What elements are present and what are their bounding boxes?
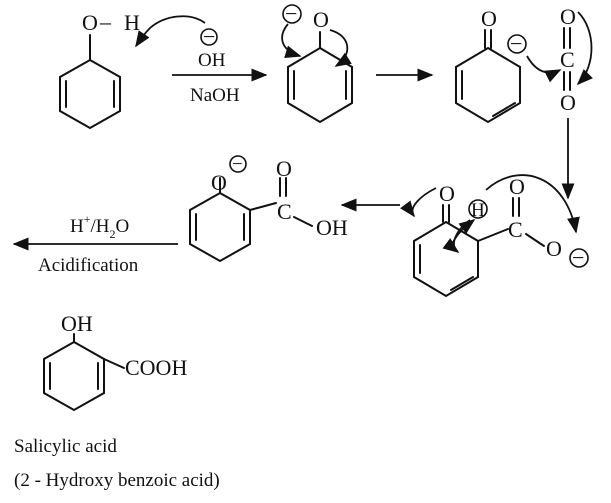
curved-arrow-icon [442,219,471,253]
salicylate-structure: O − C O OH [189,154,348,263]
product-oh: OH [61,311,93,336]
product-iupac-name: (2 - Hydroxy benzoic acid) [14,470,220,491]
sp3-hydrogen: H [471,200,485,221]
reagent-oh: OH [198,50,226,71]
curved-arrow-icon [329,29,352,67]
negative-charge-icon [569,248,589,268]
ketone-oxygen: O [481,6,497,31]
charge-minus: − [572,245,584,270]
proton-h-icon [468,199,488,219]
curved-arrow-icon [135,15,206,48]
acidification-step: H+/H2O Acidification [12,212,178,276]
product-name: Salicylic acid [14,436,117,457]
carbon-dioxide: O C O [560,4,593,115]
negative-charge-icon [229,155,247,173]
phenol-bond-dash: – [99,9,112,34]
acidification-label: Acidification [38,255,139,276]
phenoxide-oxygen: O [313,7,329,32]
product-cooh: COOH [125,355,187,380]
negative-charge-icon [200,28,218,46]
phenol-hydrogen: H [124,10,140,35]
charge-minus: − [203,24,215,49]
intermediate-structure: O H C O O − [400,174,589,298]
negative-charge-icon [282,4,302,24]
acid-oh: OH [316,215,348,240]
curved-arrow-icon [485,174,580,234]
phenol-oxygen: O [82,10,98,35]
reagent-naoh: NaOH [190,85,240,106]
co2-oxygen-top: O [560,4,576,29]
curved-arrow-icon [281,23,302,59]
phenol-structure: O – H [59,9,140,130]
intermediate-ketone-oxygen: O [439,181,455,206]
step1-arrow: OH NaOH [172,50,268,106]
dienone-carbanion-structure: O − [455,6,562,124]
curved-arrow-icon [526,55,562,83]
phenoxide-o: O [211,170,227,195]
co2-carbon: C [560,47,575,72]
co2-oxygen-bottom: O [560,90,576,115]
acid-carbon: C [277,199,292,224]
salicylic-acid-structure: OH COOH [43,311,187,412]
curved-arrow-icon [576,11,593,86]
curved-arrow-icon [400,187,437,218]
carboxyl-carbon: C [508,217,523,242]
acid-carbonyl-oxygen: O [276,156,292,181]
charge-minus: − [232,154,243,175]
hydroxide-attack: − [135,15,218,49]
negative-charge-icon [507,34,527,54]
carboxylate-oxygen: O [546,236,562,261]
phenoxide-structure: O − [281,1,353,124]
charge-minus: − [285,1,297,26]
charge-minus: − [510,31,522,56]
carbonyl-oxygen: O [509,174,525,199]
acid-reagent: H+/H2O [70,212,129,241]
